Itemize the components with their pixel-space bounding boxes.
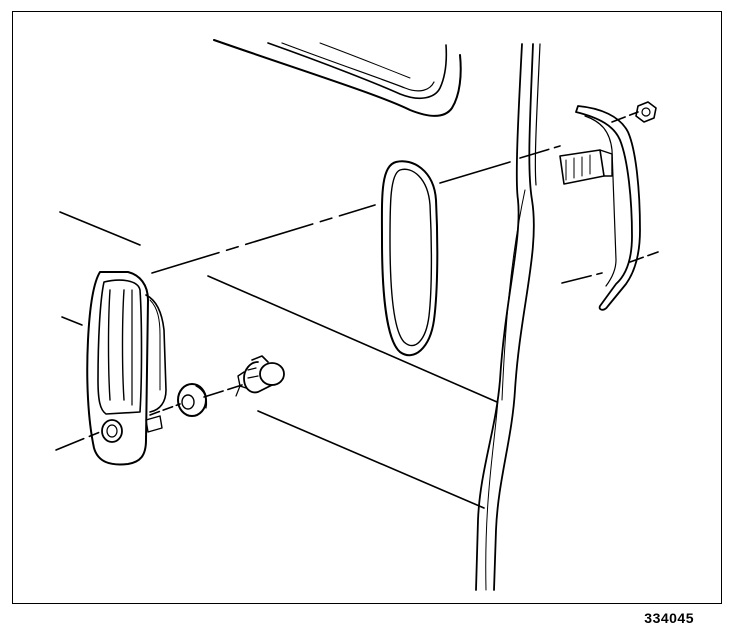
- door-handle-icon: [86, 271, 167, 466]
- nut-icon: [635, 101, 657, 123]
- lock-cylinder-icon: [235, 355, 285, 397]
- washer-icon: [177, 383, 208, 417]
- diagram-frame: [12, 11, 722, 604]
- handle-bezel-icon: [559, 105, 641, 311]
- alignment-lines: [55, 111, 659, 451]
- door-panel-icon: [59, 39, 541, 591]
- figure-number: 334045: [644, 610, 694, 626]
